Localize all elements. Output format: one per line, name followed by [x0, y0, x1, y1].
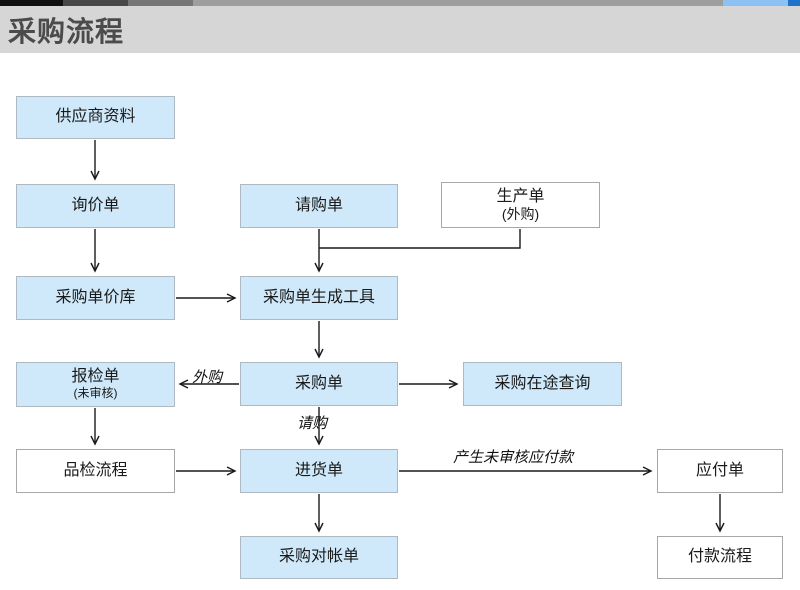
edge-label-requisition: 请购: [297, 415, 328, 432]
header: 采购流程: [0, 6, 800, 53]
node-supplier-info: 供应商资料: [16, 96, 175, 139]
node-label: 采购在途查询: [494, 374, 591, 392]
node-payment-process: 付款流程: [657, 536, 783, 579]
edge-label-generate-unaudited-payable: 产生未审核应付款: [453, 449, 574, 466]
header-gradient-bar: [0, 0, 800, 6]
node-label: 品检流程: [63, 461, 128, 479]
connector-production-order-branch: [319, 229, 521, 249]
node-production-order: 生产单 (外购): [441, 182, 600, 228]
node-label: 询价单: [71, 196, 120, 214]
edge-label-outsourced: 外购: [192, 369, 223, 386]
page-title: 采购流程: [8, 15, 125, 47]
node-purchase-in-transit-query: 采购在途查询: [463, 362, 622, 406]
node-label: 付款流程: [687, 548, 752, 566]
node-sublabel: (未审核): [73, 385, 118, 400]
node-sublabel: (外购): [501, 206, 540, 223]
node-goods-receipt: 进货单: [240, 449, 398, 493]
node-inquiry-form: 询价单: [16, 184, 175, 228]
node-quality-inspection-process: 品检流程: [16, 449, 175, 493]
node-label: 采购对帐单: [278, 548, 359, 566]
node-purchase-reconciliation: 采购对帐单: [240, 536, 398, 579]
node-purchase-requisition: 请购单: [240, 184, 398, 228]
node-inspection-form: 报检单 (未审核): [16, 362, 175, 407]
node-label: 采购单价库: [55, 288, 136, 306]
node-label: 生产单: [496, 187, 545, 205]
node-label: 进货单: [294, 461, 343, 479]
node-label: 采购单: [294, 374, 343, 392]
node-label: 应付单: [695, 461, 744, 479]
node-po-generation-tool: 采购单生成工具: [240, 276, 398, 320]
node-purchase-price-library: 采购单价库: [16, 276, 175, 320]
node-label: 采购单生成工具: [262, 288, 375, 306]
node-label: 请购单: [294, 196, 343, 214]
node-label: 报检单: [71, 368, 120, 386]
node-label: 供应商资料: [55, 108, 136, 126]
node-purchase-order: 采购单: [240, 362, 398, 406]
node-payable-order: 应付单: [657, 449, 783, 493]
